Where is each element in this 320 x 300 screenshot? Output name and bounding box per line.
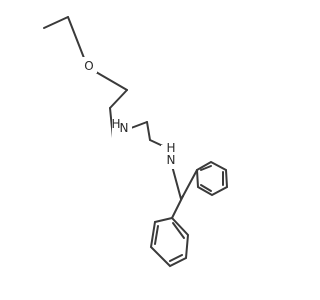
nitrogen-atom-label-lower: N [167, 153, 176, 167]
phenyl-lower-double-2 [169, 254, 183, 262]
phenyl-ring-upper [195, 160, 229, 197]
bond-ch-phenyl2 [171, 195, 184, 219]
structure-diagram: O N H N H [43, 16, 229, 268]
hydrogen-atom-label-lower: H [166, 141, 175, 155]
bond-ethyl-ch2-o [67, 16, 85, 59]
atom-labels: O N H N H [81, 57, 183, 169]
phenyl-lower-double-3 [172, 222, 185, 239]
bonds [43, 16, 229, 268]
hydrogen-atom-label-upper: H [111, 117, 120, 131]
phenyl-upper-double-1 [200, 165, 212, 171]
bond-ethyl-ch3 [43, 16, 69, 29]
bond-ch2-ch2 [146, 121, 151, 141]
bond-ch-phenyl1 [182, 169, 198, 197]
nitrogen-atom-label-upper: N [120, 121, 129, 135]
phenyl-ring-lower [149, 216, 190, 268]
phenyl-upper-double-3 [200, 184, 212, 192]
bond-propyl-1 [109, 89, 128, 109]
bond-n1-ch2 [130, 121, 148, 129]
bond-o-propyl [95, 71, 128, 91]
oxygen-atom-label: O [84, 59, 93, 73]
phenyl-lower-double-1 [154, 225, 159, 245]
